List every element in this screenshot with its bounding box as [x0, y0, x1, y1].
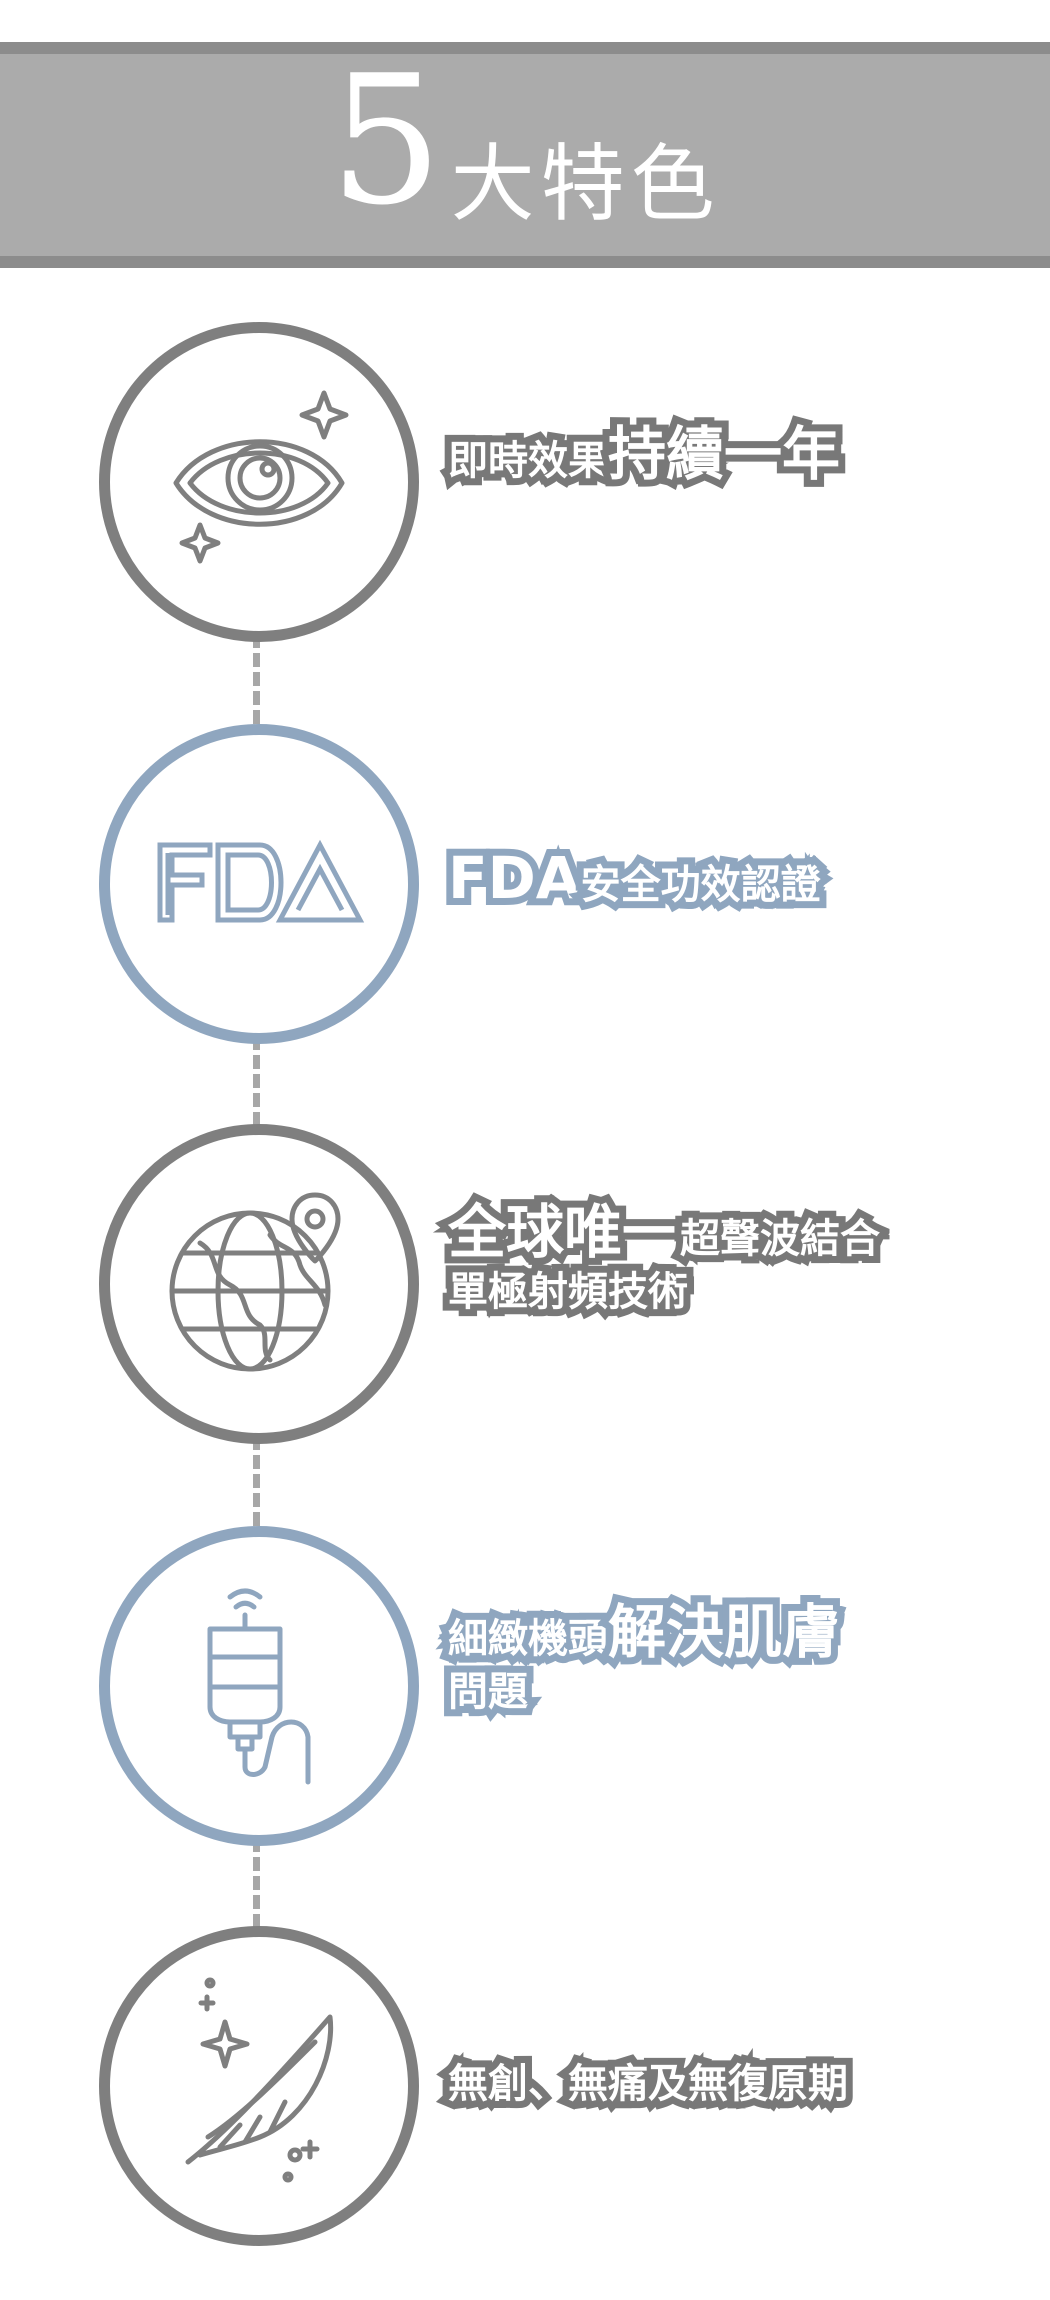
feature-label-2: FDA安全功效認證: [441, 837, 828, 919]
device-head-icon: [207, 1588, 311, 1785]
feature-circle: [99, 322, 419, 642]
feature-text: 持續一年: [601, 413, 847, 495]
feature-text: 細緻機頭: [441, 1609, 615, 1669]
feature-text: 超聲波結合: [673, 1209, 887, 1269]
feature-circle: [99, 724, 419, 1044]
fda-logo-icon: [157, 839, 365, 923]
feature-circle: [99, 1526, 419, 1846]
feature-label-4: 細緻機頭解決肌膚 問題: [441, 1591, 847, 1722]
connector-line: [253, 1436, 260, 1526]
feature-text: 全球唯一: [441, 1191, 687, 1273]
feature-text: FDA: [441, 837, 588, 919]
feature-text: 解決肌膚: [601, 1591, 847, 1673]
feature-text: 無創、無痛及無復原期: [441, 2054, 855, 2114]
title-number: 5: [329, 37, 443, 244]
feature-text: 安全功效認證: [574, 855, 828, 915]
connector-line: [253, 1036, 260, 1126]
feather-sparkle-icon: [185, 1977, 334, 2183]
feature-text: 單極射頻技術: [441, 1262, 695, 1322]
feature-label-1: 即時效果持續一年: [441, 413, 847, 495]
eye-sparkle-icon: [173, 390, 349, 564]
feature-label-5: 無創、無痛及無復原期: [441, 2054, 855, 2114]
feature-text: 即時效果: [441, 431, 615, 491]
globe-location-icon: [169, 1192, 341, 1372]
connector-line: [253, 634, 260, 724]
feature-label-3: 全球唯一超聲波結合 單極射頻技術: [441, 1191, 887, 1322]
feature-circle: [99, 1124, 419, 1444]
header-banner: [0, 54, 1050, 256]
page-title: 5 大特色: [0, 37, 1050, 256]
connector-line: [253, 1838, 260, 1928]
feature-circle: [99, 1926, 419, 2246]
title-text: 大特色: [450, 135, 721, 233]
feature-text: 問題: [441, 1662, 535, 1722]
